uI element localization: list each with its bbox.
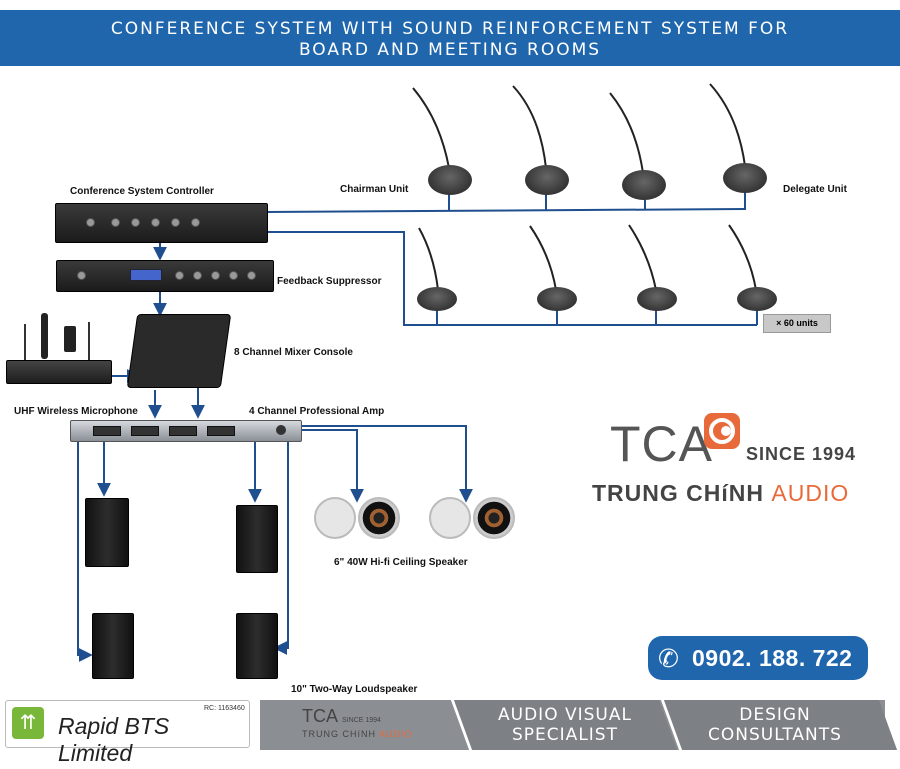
delegate-lower-4	[737, 287, 777, 311]
mini-tca: TCA	[302, 706, 338, 726]
trung-chinh-audio: TRUNG CHíNH AUDIO	[592, 480, 849, 507]
label-ceiling: 6" 40W Hi-fi Ceiling Speaker	[334, 557, 468, 568]
conference-controller	[55, 203, 268, 243]
brand-name-accent: AUDIO	[771, 480, 850, 506]
gooseneck-lower-4	[728, 224, 757, 291]
wire-amp-spk-2	[77, 441, 93, 662]
tca-o-icon	[704, 413, 740, 449]
label-amp: 4 Channel Professional Amp	[249, 406, 385, 417]
wire-upper-bus	[265, 208, 746, 213]
label-delegate: Delegate Unit	[783, 184, 847, 195]
footer-strip: TCA SINCE 1994 TRUNG CHíNH AUDIO AUDIO V…	[260, 700, 898, 750]
chairman-unit-base	[428, 165, 472, 195]
delegate-upper-2	[525, 165, 569, 195]
loudspeaker-2	[236, 505, 278, 573]
mini-accent: AUDIO	[379, 729, 413, 739]
brand-name-main: TRUNG CHíNH	[592, 480, 764, 506]
mini-since: SINCE 1994	[342, 717, 381, 724]
loudspeaker-1	[85, 498, 129, 567]
wire-amp-spk-4	[273, 441, 289, 655]
ceiling-speaker-grille-1	[314, 497, 356, 539]
label-mixer: 8 Channel Mixer Console	[234, 347, 353, 358]
antenna-right	[88, 322, 90, 360]
wireless-mic-receiver	[6, 360, 112, 384]
tagline-audio-visual-2: SPECIALIST	[512, 725, 618, 745]
rapid-bts-logo: ⇈ Rapid BTS Limited RC: 1163460	[5, 700, 250, 766]
gooseneck-lower-3	[628, 224, 657, 291]
loudspeaker-3	[92, 613, 134, 679]
gooseneck-chairman	[412, 87, 450, 169]
loudspeaker-4	[236, 613, 278, 679]
ceiling-speaker-driver-2	[473, 497, 515, 539]
since-1994: SINCE 1994	[746, 444, 857, 464]
signal-tower-icon: ⇈	[12, 707, 44, 739]
label-feedback: Feedback Suppressor	[277, 276, 382, 287]
handheld-mic	[41, 313, 48, 359]
tagline-audio-visual: AUDIO VISUAL SPECIALIST	[465, 705, 665, 745]
title-banner: CONFERENCE SYSTEM WITH SOUND REINFORCEME…	[0, 10, 900, 66]
phone-icon: ✆	[658, 645, 679, 673]
mini-tca-logo: TCA SINCE 1994 TRUNG CHíNH AUDIO	[302, 706, 413, 739]
title-line-1: CONFERENCE SYSTEM WITH SOUND REINFORCEME…	[110, 19, 790, 39]
phone-number: 0902. 188. 722	[692, 645, 853, 671]
mini-name: TRUNG CHíNH	[302, 729, 376, 739]
units-count-badge: × 60 units	[763, 314, 831, 333]
wire-amp-ceiling-1	[301, 429, 364, 503]
label-controller: Conference System Controller	[70, 186, 214, 197]
tca-wordmark: TCA	[610, 416, 713, 472]
label-loudspeaker: 10" Two-Way Loudspeaker	[291, 684, 418, 695]
delegate-upper-4	[723, 163, 767, 193]
delegate-lower-2	[537, 287, 577, 311]
tagline-design-2: CONSULTANTS	[708, 725, 842, 745]
rc-number: RC: 1163460	[204, 705, 245, 712]
gooseneck-lower-2	[529, 225, 557, 291]
feedback-suppressor	[56, 260, 274, 292]
wire-lower-bus	[266, 231, 757, 326]
gooseneck-lower-1	[418, 227, 439, 291]
gooseneck-upper-4	[709, 83, 746, 167]
antenna-left	[24, 324, 26, 360]
tagline-audio-visual-1: AUDIO VISUAL	[498, 705, 632, 725]
title-line-2: BOARD AND MEETING ROOMS	[298, 40, 602, 60]
wire-amp-ceiling-2	[301, 425, 473, 503]
label-wireless: UHF Wireless Microphone	[14, 406, 138, 417]
gooseneck-upper-3	[609, 92, 644, 174]
delegate-upper-3	[622, 170, 666, 200]
power-amplifier	[70, 420, 302, 442]
label-chairman: Chairman Unit	[340, 184, 409, 195]
delegate-lower-1	[417, 287, 457, 311]
phone-badge[interactable]: ✆ 0902. 188. 722	[648, 636, 868, 680]
ceiling-speaker-grille-2	[429, 497, 471, 539]
lapel-transmitter	[64, 326, 76, 352]
gooseneck-upper-2	[512, 85, 547, 169]
company-name: Rapid BTS Limited	[58, 713, 170, 766]
delegate-lower-3	[637, 287, 677, 311]
tagline-design-1: DESIGN	[739, 705, 811, 725]
tca-logo: TCA	[610, 413, 740, 473]
ceiling-speaker-driver-1	[358, 497, 400, 539]
tagline-design: DESIGN CONSULTANTS	[675, 705, 875, 745]
